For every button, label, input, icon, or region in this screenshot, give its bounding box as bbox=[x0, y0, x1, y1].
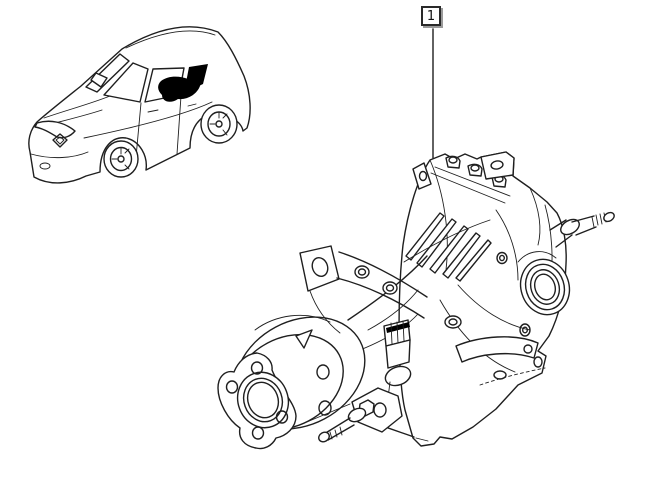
car-mirror bbox=[90, 72, 108, 88]
car-front-wheel bbox=[103, 140, 139, 178]
diff-output-seal bbox=[517, 251, 571, 316]
diff-input-flange bbox=[217, 352, 297, 450]
callout-1-label: 1 bbox=[426, 8, 436, 24]
diff-cooling-fins bbox=[403, 212, 492, 282]
diff-breather-stud bbox=[549, 211, 615, 248]
car-headlight bbox=[34, 120, 76, 139]
diff-mounting-lugs bbox=[415, 251, 543, 442]
diff-front-bracket bbox=[299, 245, 428, 334]
diff-top-bracket bbox=[412, 151, 515, 204]
car-body-outline bbox=[28, 26, 251, 184]
diff-housing bbox=[398, 151, 567, 447]
callout-1-hotspot[interactable]: 1 bbox=[421, 6, 441, 26]
vehicle-thumbnail-icon bbox=[28, 26, 251, 184]
car-rear-wheel bbox=[200, 104, 238, 144]
part-location-marker bbox=[158, 76, 201, 102]
rear-differential-drawing bbox=[217, 151, 615, 450]
renault-diamond-logo-icon bbox=[52, 133, 68, 148]
diff-electrical-connector bbox=[383, 319, 412, 399]
diff-lower-bracket bbox=[301, 387, 403, 443]
car-front-window bbox=[103, 62, 149, 103]
